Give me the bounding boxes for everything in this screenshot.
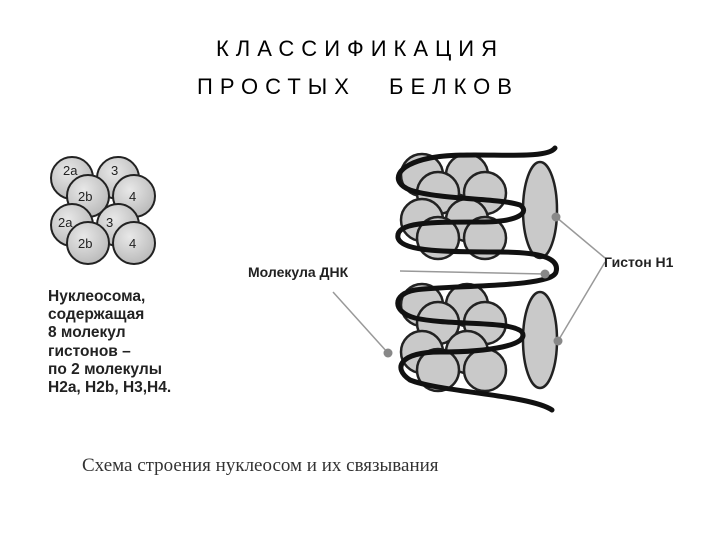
histone-label: 4 — [129, 189, 136, 204]
nucleosome-schematic: 2a 3 2b 4 2a 3 2b 4 — [51, 157, 155, 264]
dna-pointer-line — [333, 292, 388, 353]
upper-nucleosome — [401, 154, 506, 259]
histone-label: 3 — [106, 215, 113, 230]
histone-label: 3 — [111, 163, 118, 178]
description-line: 8 молекул — [48, 324, 171, 342]
lower-nucleosome — [401, 284, 506, 391]
nucleosome-description: Нуклеосома, содержащая 8 молекул гистоно… — [48, 288, 171, 397]
description-line: по 2 молекулы — [48, 361, 171, 379]
histone-label: 2b — [78, 189, 92, 204]
dna-label: Молекула ДНК — [248, 264, 349, 280]
dna-pointer-dot — [541, 270, 550, 279]
histone-label: 2b — [78, 236, 92, 251]
histone-h1-label: Гистон Н1 — [604, 254, 674, 270]
histone-label: 4 — [129, 236, 136, 251]
description-line: гистонов – — [48, 343, 171, 361]
h1-pointer-line — [556, 217, 605, 258]
histone-h1-lower — [523, 292, 557, 388]
h1-pointer-dot — [554, 337, 563, 346]
dna-pointer-line — [400, 271, 545, 274]
description-line: Нуклеосома, — [48, 288, 171, 306]
chromatin-diagram: Молекула ДНК Гистон Н1 — [248, 148, 674, 410]
histone-h1-upper — [523, 162, 557, 258]
description-line: содержащая — [48, 306, 171, 324]
dna-pointer-dot — [384, 349, 393, 358]
h1-pointer-line — [558, 262, 605, 341]
histone-label: 2a — [63, 163, 78, 178]
histone-label: 2a — [58, 215, 73, 230]
diagram-caption: Схема строения нуклеосом и их связывания — [82, 455, 439, 477]
description-line: H2a, H2b, H3,H4. — [48, 379, 171, 397]
h1-pointer-dot — [552, 213, 561, 222]
